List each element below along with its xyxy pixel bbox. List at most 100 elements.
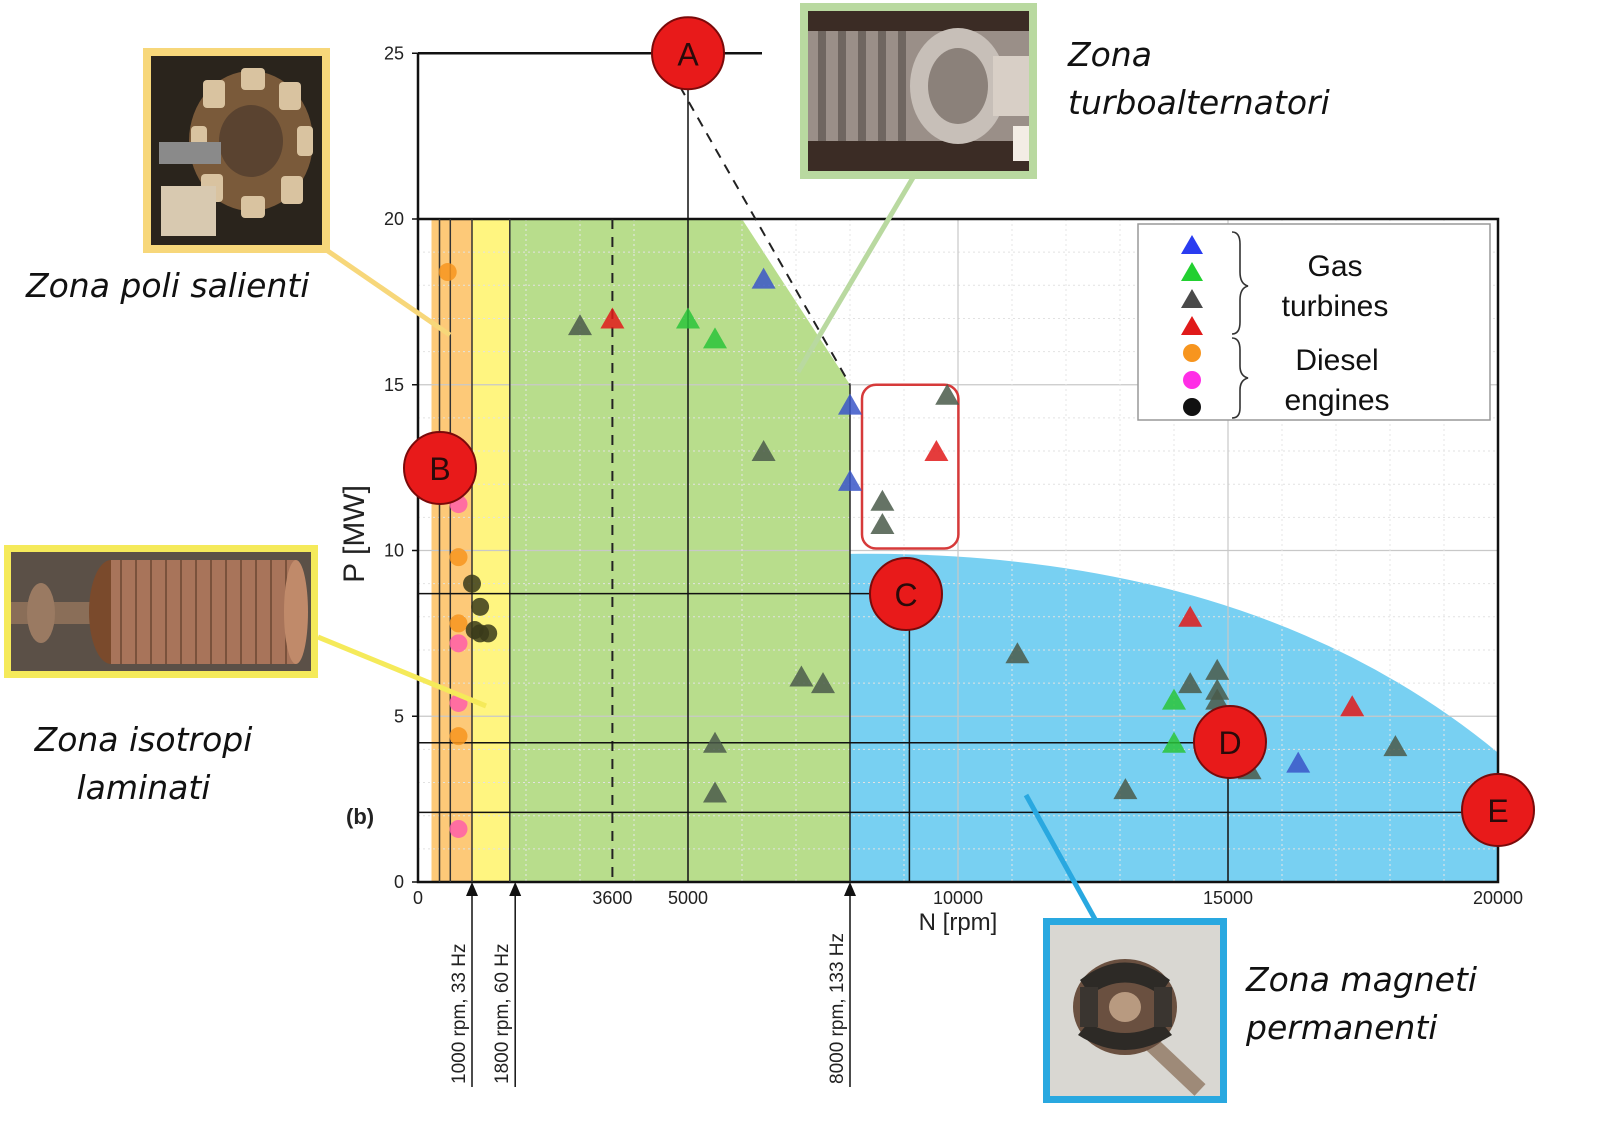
zona-turbo-line2: turboalternatori [1068,82,1330,122]
limit-circle-A [651,16,725,91]
point-gas-turbine-grey [789,665,814,687]
legend-marker-triangle [1181,262,1203,281]
point-diesel-black [471,597,490,616]
point-gas-turbine-blue [838,393,862,415]
point-gas-turbine-red [1340,695,1365,717]
callout-lines-layer [317,174,1099,923]
legend-diesel-line2: engines [1284,383,1390,417]
salient-pole-rotor-icon [151,56,322,245]
point-gas-turbine-grey [568,314,592,336]
limit-circle-E-label: E [1487,793,1508,829]
point-diesel-black [463,574,481,593]
legend-marker-circle [1183,344,1201,362]
x-tick-label: 0 [413,888,423,908]
speed-marker-label: 1800 rpm, 60 Hz [492,944,513,1084]
point-gas-turbine-grey [1178,672,1203,694]
zona-turbo-label: Zona turboalternatori [1068,31,1330,127]
legend-brace-diesel [1231,337,1249,419]
zona-isotropi-label: Zona isotropi laminati [26,716,261,812]
point-gas-turbine-grey [751,440,776,462]
callout-salient-pole [320,244,452,338]
zona-isotropi-line1: Zona isotropi [34,720,253,759]
limit-circle-B [403,431,477,505]
legend-marker-triangle [1181,316,1203,335]
limit-circle-D-label: D [1218,725,1241,761]
point-gas-turbine-grey [1205,688,1230,710]
y-tick-label: 15 [384,375,404,395]
zona-turbo-line1: Zona [1068,35,1152,74]
turboalternator-rotor-icon [808,11,1029,171]
point-diesel-orange [449,727,468,746]
legend-marker-circle [1183,398,1201,416]
x-tick-label: 20000 [1473,888,1523,908]
point-diesel-orange [449,614,468,633]
point-gas-turbine-grey [703,731,727,753]
legend-gas-line2: turbines [1281,289,1389,323]
callout-turbo [795,174,917,374]
zone-permanent-magnet [850,553,1498,882]
point-gas-turbine-grey [703,781,727,803]
salient-pole-rotor-photo [143,48,330,253]
panel-label: (b) [346,804,374,829]
turbo-limit-dashed [679,85,851,386]
zona-isotropi-line2: laminati [76,767,211,807]
point-gas-turbine-green [1162,688,1186,710]
zona-poli-salienti-label: Zona poli salienti [26,262,309,310]
legend-gas-label: Gas turbines [1256,247,1414,327]
limit-circle-B-label: B [429,451,450,487]
speed-marker-label: 1000 rpm, 33 Hz [449,944,470,1084]
legend-layer [1137,223,1491,421]
point-gas-turbine-grey [1205,658,1230,680]
point-gas-turbine-green [703,327,727,349]
point-gas-turbine-red [924,440,949,462]
legend-diesel-label: Diesel engines [1258,341,1416,421]
point-diesel-black [479,624,498,643]
zona-magneti-label: Zona magneti permanenti [1246,956,1477,1052]
zona-magneti-line1: Zona magneti [1246,960,1478,999]
y-tick-label: 10 [384,541,404,561]
point-gas-turbine-grey [870,512,895,534]
callout-pm [1023,793,1099,923]
point-gas-turbine-blue [1286,751,1311,773]
laminated-rotor-photo [4,545,318,678]
point-gas-turbine-grey [1383,735,1408,757]
legend-marker-circle [1183,371,1201,389]
limit-circles-layer: A B C D E [403,16,1535,847]
point-gas-turbine-red [1178,605,1203,627]
point-diesel-orange [449,548,468,567]
y-tick-label: 5 [394,706,404,726]
zona-magneti-line2: permanenti [1246,1007,1438,1047]
legend-marker-triangle [1181,235,1203,254]
y-axis-label: P [MW] [338,485,371,583]
turboalternator-rotor-photo [800,3,1037,179]
limit-lines-layer [418,53,1498,882]
point-gas-turbine-grey [1005,642,1030,664]
point-diesel-magenta [449,634,468,653]
x-tick-label: 10000 [933,888,983,908]
speed-marker-arrow [844,882,856,896]
limit-circle-C-label: C [894,577,917,613]
limit-circle-A-label: A [677,36,699,72]
x-tick-label: 5000 [668,888,708,908]
zona-poli-salienti-text: Zona poli salienti [26,266,310,305]
pm-rotor-photo [1043,918,1227,1103]
callout-laminated [317,634,487,709]
point-gas-turbine-green [1162,731,1186,753]
highlight-region [860,383,960,550]
legend-marker-triangle [1181,289,1203,308]
speed-marker-arrow [466,882,478,896]
point-diesel-orange [438,263,457,282]
speed-marker-arrow [509,882,522,896]
point-gas-turbine-green [676,307,700,329]
y-tick-label: 25 [384,43,404,63]
point-gas-turbine-blue [751,267,776,289]
y-tick-label: 20 [384,209,404,229]
point-gas-turbine-red [600,307,625,329]
point-gas-turbine-grey [935,383,960,405]
point-diesel-magenta [449,819,468,838]
laminated-rotor-icon [11,552,311,671]
point-gas-turbine-blue [838,469,862,491]
point-gas-turbine-grey [811,672,835,694]
